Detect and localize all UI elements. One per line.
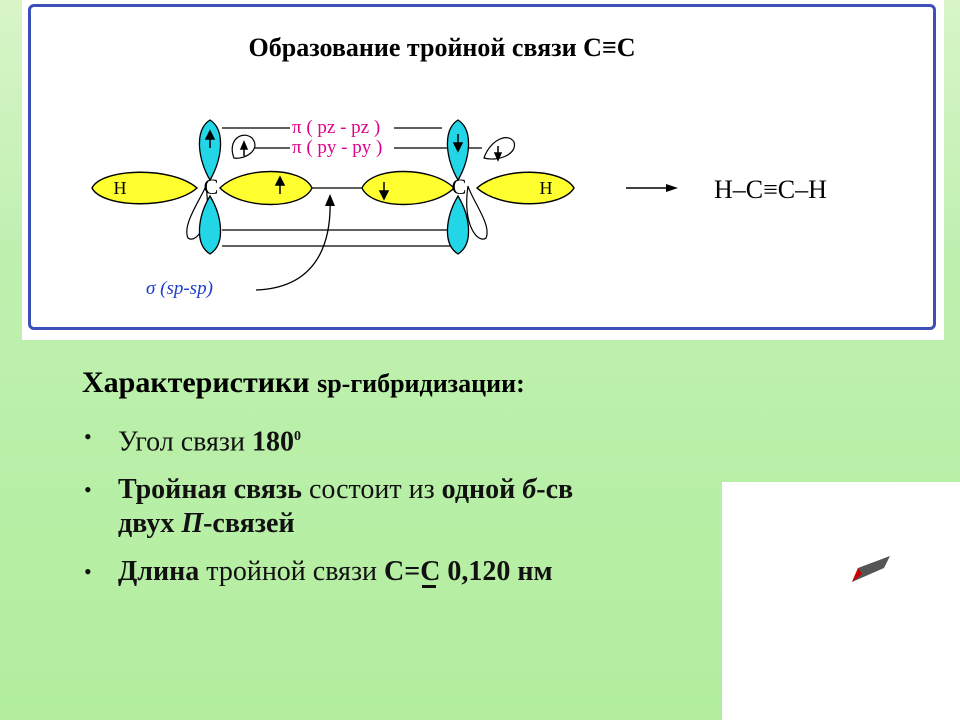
- electron-spin-arrows: [204, 129, 503, 201]
- p-orbital-lobes: [198, 119, 470, 255]
- triple-bond-term: Тройная связь: [118, 474, 302, 506]
- degree-sup: 0: [293, 429, 301, 444]
- bullet-dot: •: [84, 424, 92, 449]
- characteristics-list: • Угол связи 1800 • Тройная связь состои…: [82, 420, 573, 603]
- section-heading: Характеристики sp-гибридизации:: [82, 366, 525, 400]
- figure-title: Образование тройной связи C≡C: [249, 33, 636, 62]
- cc-bond: С=С: [384, 555, 440, 589]
- hydrogen-right-label: H: [540, 178, 553, 198]
- bond-angle-value: 180: [251, 426, 294, 458]
- result-formula: H–C≡C–H: [714, 175, 827, 204]
- figure-panel: Образование тройной связи C≡C: [22, 0, 944, 340]
- pi-z-label: π ( pz - pz ): [292, 117, 380, 138]
- bullet-dot: •: [84, 559, 92, 585]
- list-item: • Тройная связь состоит из одной б-св дв…: [82, 473, 573, 541]
- two-term: двух: [118, 508, 182, 540]
- length-term: Длина: [118, 556, 200, 588]
- sigma-label: σ (sp-sp): [146, 278, 213, 299]
- white-overlay-block: [722, 482, 960, 720]
- bond-suffix: -св: [536, 474, 574, 506]
- pi-bonds-term: -связей: [203, 508, 295, 540]
- heading-main: Характеристики: [82, 366, 310, 399]
- bond-angle-label: Угол связи: [118, 426, 252, 458]
- triple-bar-underline: [421, 585, 436, 589]
- carbon-right-label: C: [452, 174, 467, 199]
- bond-equals: =: [404, 556, 421, 588]
- one-term: одной: [441, 474, 523, 506]
- sigma-arrowhead: [325, 194, 335, 206]
- carbon-2: С: [420, 556, 441, 588]
- heading-sp: sp-гибридизации:: [317, 369, 525, 398]
- sigma-letter: б: [522, 474, 537, 506]
- bond-length-value: 0,120 нм: [440, 556, 553, 588]
- list-item: • Угол связи 1800: [82, 420, 573, 459]
- pi-y-label: π ( py - py ): [292, 137, 382, 158]
- list-item: • Длина тройной связи С=С 0,120 нм: [82, 555, 573, 589]
- result-arrowhead: [666, 184, 678, 192]
- pencil-icon: [852, 556, 890, 582]
- bullet2-text: состоит из: [301, 474, 442, 506]
- pi-letter: П: [181, 508, 204, 540]
- carbon-1: С: [383, 556, 405, 588]
- sigma-arrow: [255, 197, 331, 291]
- bullet3-text: тройной связи: [199, 556, 384, 588]
- carbon-left-label: C: [204, 174, 219, 199]
- bullet-dot: •: [84, 477, 92, 503]
- orbital-diagram: Образование тройной связи C≡C: [91, 33, 827, 299]
- figure-frame: [28, 4, 936, 330]
- hydrogen-left-label: H: [114, 178, 127, 198]
